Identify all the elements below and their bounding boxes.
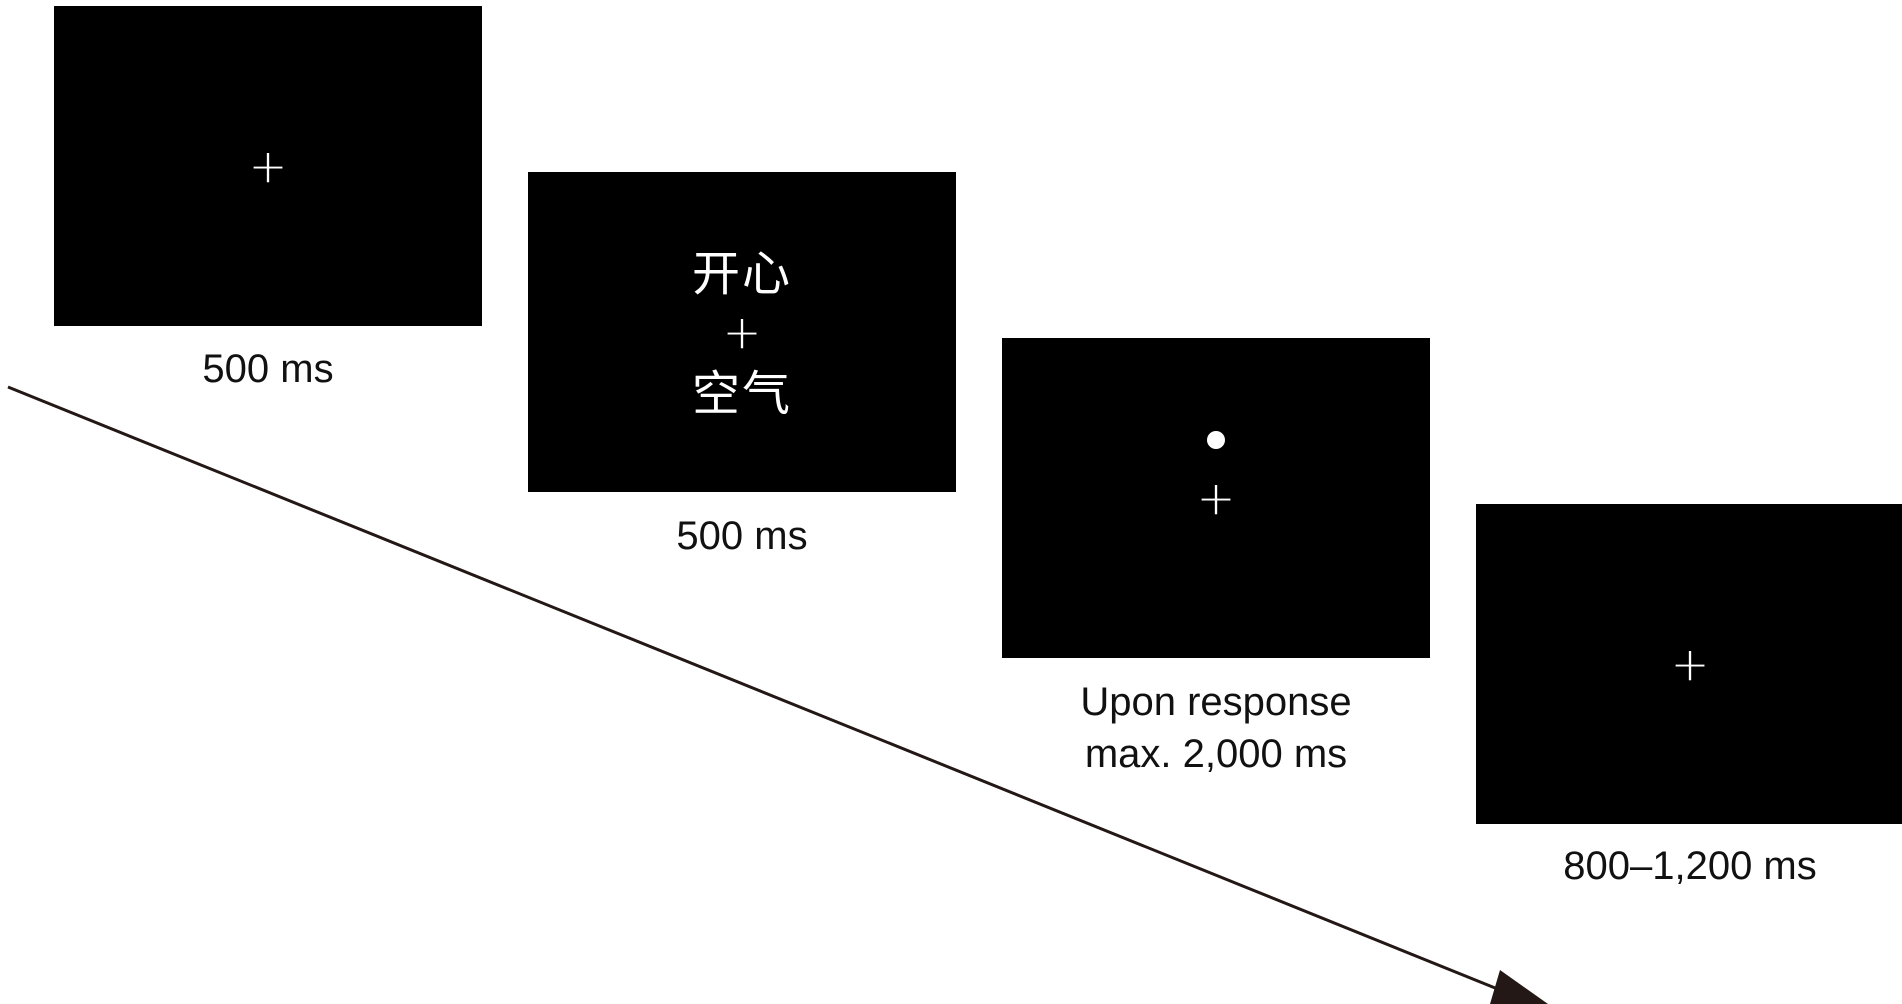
fixation-cross: + <box>1196 471 1236 525</box>
duration-label-screen-2: 500 ms <box>676 514 808 558</box>
dot-probe-screen: + <box>1002 338 1430 658</box>
word-top: 开心 <box>691 246 793 302</box>
fixation-screen-1: + <box>54 6 482 326</box>
word-bottom: 空气 <box>691 366 793 422</box>
fixation-cross: + <box>1670 637 1710 691</box>
duration-label-screen-3-line2: max. 2,000 ms <box>1084 732 1348 776</box>
duration-label-screen-4: 800–1,200 ms <box>1563 844 1817 888</box>
time-arrow-line <box>7 385 1511 996</box>
fixation-cross: + <box>722 305 762 359</box>
word-pair-screen: 开心 + 空气 <box>528 172 956 492</box>
time-arrow-head <box>1490 970 1548 1004</box>
fixation-screen-4: + <box>1476 504 1902 824</box>
dot-probe-icon <box>1207 431 1225 449</box>
fixation-cross: + <box>248 139 288 193</box>
duration-label-screen-3-line1: Upon response <box>1080 680 1352 724</box>
duration-label-screen-1: 500 ms <box>202 347 334 391</box>
